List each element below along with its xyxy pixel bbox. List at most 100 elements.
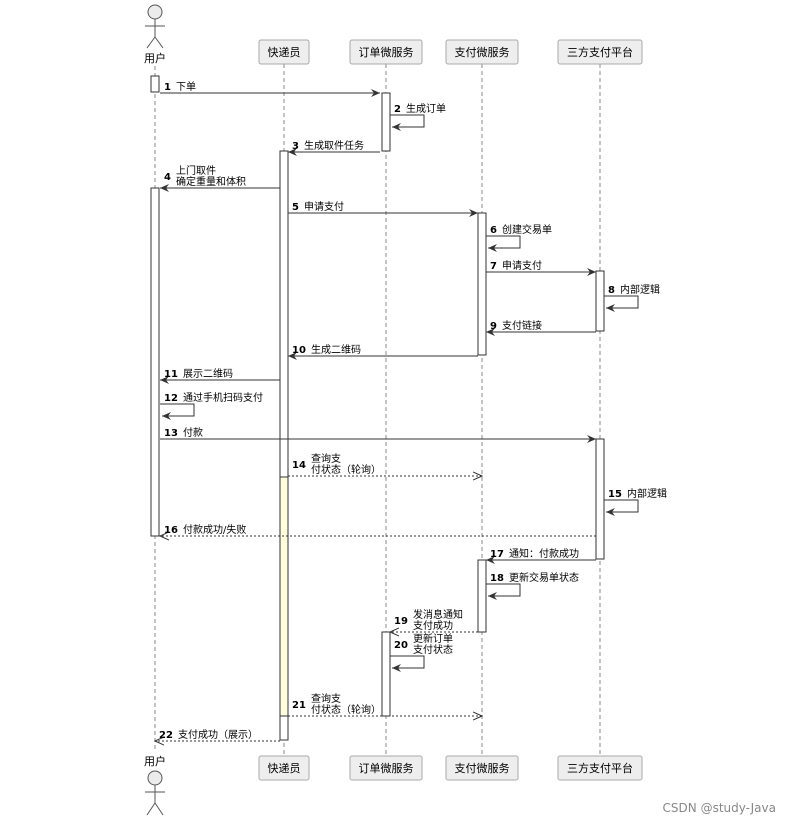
activation-bar-courier: [279, 476, 289, 717]
actor-label: 用户: [144, 754, 166, 768]
message-12-arrow: [160, 403, 195, 420]
message-20-arrow: [390, 655, 425, 672]
message-6: 6 创建交易单: [486, 223, 552, 252]
participant-label: 三方支付平台: [567, 761, 633, 775]
message-10-label: 生成二维码: [311, 343, 361, 356]
message-2-number: 2: [394, 104, 401, 115]
message-18-arrow: [486, 583, 521, 600]
message-16-label: 付款成功/失败: [183, 523, 246, 536]
message-13-number: 13: [164, 428, 178, 439]
participant-user-top: 用户: [144, 4, 166, 65]
participant-courier-top: 快递员: [258, 39, 310, 65]
message-4-number: 4: [164, 172, 171, 183]
message-12-number: 12: [164, 393, 178, 404]
message-13: 13 付款: [160, 426, 596, 443]
user-actor-icon: [145, 770, 165, 816]
participant-label: 三方支付平台: [567, 45, 633, 59]
message-12-label: 通过手机扫码支付: [183, 391, 263, 404]
message-2: 2 生成订单: [390, 102, 446, 131]
message-19-label: 支付成功: [413, 619, 453, 632]
message-9-label: 支付链接: [502, 319, 542, 332]
participant-pay-top: 支付微服务: [445, 39, 519, 65]
message-15-arrow: [604, 499, 639, 516]
participant-order-top: 订单微服务: [349, 39, 423, 65]
message-21-number: 21: [292, 700, 306, 711]
message-20-label: 支付状态: [413, 643, 453, 656]
activation-bar-courier: [279, 150, 289, 741]
message-10: 10 生成二维码: [288, 343, 478, 360]
participant-label: 订单微服务: [359, 45, 414, 59]
activation-bar-user: [150, 187, 160, 537]
message-2-label: 生成订单: [406, 102, 446, 115]
participant-third-bottom: 三方支付平台: [557, 755, 643, 781]
message-9-number: 9: [490, 321, 497, 332]
message-21-label: 付状态（轮询）: [311, 703, 381, 716]
participant-label: 快递员: [268, 45, 301, 59]
message-1: 1 下单: [160, 81, 380, 97]
message-22-label: 支付成功（展示）: [178, 728, 258, 741]
actor-label: 用户: [144, 51, 166, 65]
message-16: 16 付款成功/失败: [160, 523, 596, 536]
participant-label: 快递员: [268, 761, 301, 775]
participant-courier-bottom: 快递员: [258, 755, 310, 781]
message-11-number: 11: [164, 369, 178, 380]
message-5-label: 申请支付: [304, 200, 344, 213]
activation-bar-pay: [477, 559, 487, 633]
message-14-number: 14: [292, 460, 306, 471]
message-5: 5 申请支付: [288, 200, 478, 217]
message-18-number: 18: [490, 573, 504, 584]
participant-pay-bottom: 支付微服务: [445, 755, 519, 781]
message-3-label: 生成取件任务: [304, 139, 364, 152]
message-20-label: 更新订单: [413, 632, 453, 645]
message-14-label: 查询支: [311, 452, 341, 465]
activation-bar-user: [150, 75, 160, 93]
message-15-number: 15: [608, 489, 622, 500]
message-18-label: 更新交易单状态: [509, 571, 579, 584]
activation-bar-order: [381, 631, 391, 717]
message-1-number: 1: [164, 82, 171, 93]
message-6-arrow: [486, 235, 521, 252]
message-8-label: 内部逻辑: [620, 283, 660, 296]
message-9: 9 支付链接: [486, 319, 596, 336]
participant-label: 支付微服务: [455, 45, 510, 59]
user-actor-icon: [145, 4, 165, 49]
message-8-arrow: [604, 295, 639, 312]
message-1-label: 下单: [176, 81, 196, 93]
message-14-label: 付状态（轮询）: [311, 463, 381, 476]
message-6-number: 6: [490, 225, 497, 236]
participant-user-bottom: 用户: [144, 754, 166, 816]
participant-order-bottom: 订单微服务: [349, 755, 423, 781]
activation-bar-third: [595, 438, 605, 560]
message-12: 12 通过手机扫码支付: [160, 391, 263, 420]
activation-bar-order: [381, 92, 391, 152]
message-22: 22 支付成功（展示）: [155, 728, 280, 741]
watermark: CSDN @study-Java: [663, 801, 776, 815]
message-13-label: 付款: [183, 426, 203, 439]
message-17-number: 17: [490, 549, 504, 560]
message-21-label: 查询支: [311, 692, 341, 705]
message-10-number: 10: [292, 345, 306, 356]
activation-bar-pay: [477, 212, 487, 356]
message-19-label: 发消息通知: [413, 608, 463, 621]
message-16-number: 16: [164, 525, 178, 536]
participant-label: 订单微服务: [359, 761, 414, 775]
message-17-label: 通知：付款成功: [509, 547, 579, 560]
message-6-label: 创建交易单: [502, 223, 552, 236]
message-20-number: 20: [394, 640, 408, 651]
message-4-label: 上门取件: [176, 164, 216, 177]
participant-third-top: 三方支付平台: [557, 39, 643, 65]
message-4-label: 确定重量和体积: [176, 175, 246, 188]
message-17: 17 通知：付款成功: [486, 547, 596, 564]
activation-bar-third: [595, 270, 605, 332]
message-5-number: 5: [292, 202, 299, 213]
message-22-number: 22: [159, 730, 173, 741]
